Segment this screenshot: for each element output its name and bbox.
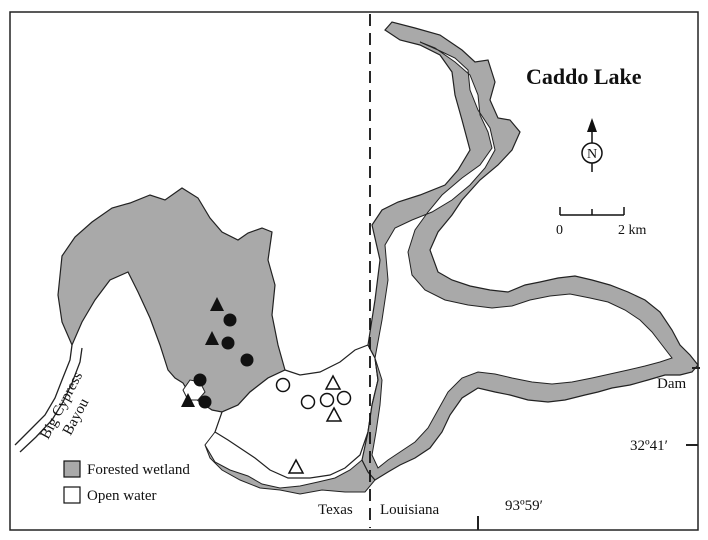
- wetland-circle-marker: [221, 336, 235, 350]
- open-water-triangle-marker: [287, 458, 305, 474]
- compass-letter: N: [587, 147, 597, 162]
- wetland-circle-marker: [240, 353, 254, 367]
- map-title: Caddo Lake: [526, 64, 642, 89]
- open-water-circle-marker: [300, 394, 316, 410]
- latitude-label: 32º41′: [630, 438, 668, 454]
- open-water-circle-marker: [319, 392, 335, 408]
- scale-end-label: 2 km: [618, 223, 647, 238]
- wetland-circle-marker: [193, 373, 207, 387]
- longitude-label: 93º59′: [505, 498, 543, 514]
- open-water-circle-marker: [275, 377, 291, 393]
- compass-circle: [581, 142, 603, 164]
- wetland-triangle-marker: [181, 393, 195, 407]
- legend-label-forested-wetland: Forested wetland: [87, 462, 190, 478]
- big-cypress-bayou-river-bank: [19, 347, 83, 453]
- map-legend: Forested wetland Open water: [63, 460, 190, 504]
- wetland-triangle-marker: [205, 331, 219, 345]
- texas-label: Texas: [318, 502, 353, 518]
- central-open-water: [214, 344, 379, 479]
- north-arrow: N: [581, 118, 603, 172]
- louisiana-label: Louisiana: [380, 502, 439, 518]
- scale-bar: 0 2 km: [556, 207, 647, 238]
- open-water-triangle-marker: [324, 374, 342, 390]
- dam-label: Dam: [657, 376, 686, 392]
- legend-swatch-forested-wetland: [63, 460, 81, 478]
- big-cypress-bayou-river: [14, 344, 73, 446]
- open-water-triangle-marker: [325, 406, 343, 422]
- sample-markers: [181, 297, 352, 474]
- legend-label-open-water: Open water: [87, 488, 157, 504]
- scale-start-label: 0: [556, 223, 563, 238]
- open-water-circle-marker: [336, 390, 352, 406]
- north-arrow-head: [587, 118, 597, 132]
- east-lake-open-water: [371, 41, 673, 469]
- wetland-circle-marker: [198, 395, 212, 409]
- legend-swatch-open-water: [63, 486, 81, 504]
- wetland-circle-marker: [223, 313, 237, 327]
- wetland-triangle-marker: [210, 297, 224, 311]
